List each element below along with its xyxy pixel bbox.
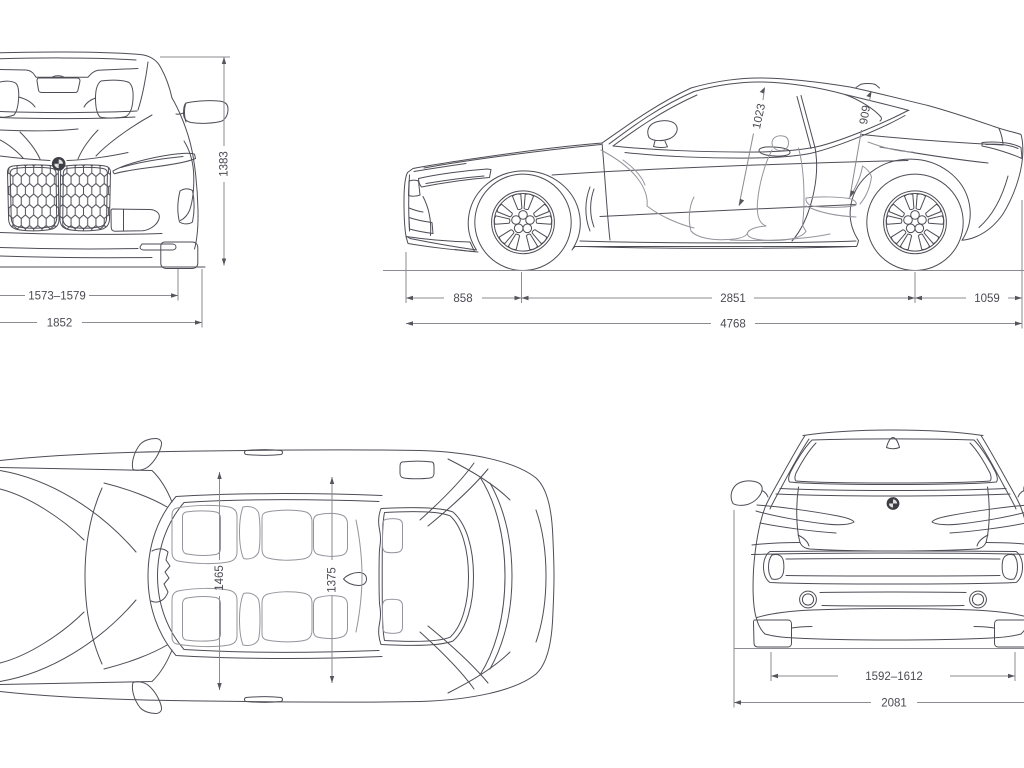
svg-text:909: 909 <box>858 104 873 125</box>
svg-text:1383: 1383 <box>219 151 231 177</box>
svg-text:2851: 2851 <box>720 293 746 305</box>
svg-text:2081: 2081 <box>881 698 907 710</box>
svg-text:1059: 1059 <box>974 293 1000 305</box>
svg-text:1375: 1375 <box>327 567 339 593</box>
svg-text:1852: 1852 <box>47 318 73 330</box>
svg-text:1592–1612: 1592–1612 <box>865 671 923 683</box>
svg-text:858: 858 <box>453 293 472 305</box>
svg-text:1023: 1023 <box>751 103 768 131</box>
svg-text:1465: 1465 <box>214 565 226 591</box>
svg-text:4768: 4768 <box>720 319 746 331</box>
svg-text:1573–1579: 1573–1579 <box>28 291 86 303</box>
